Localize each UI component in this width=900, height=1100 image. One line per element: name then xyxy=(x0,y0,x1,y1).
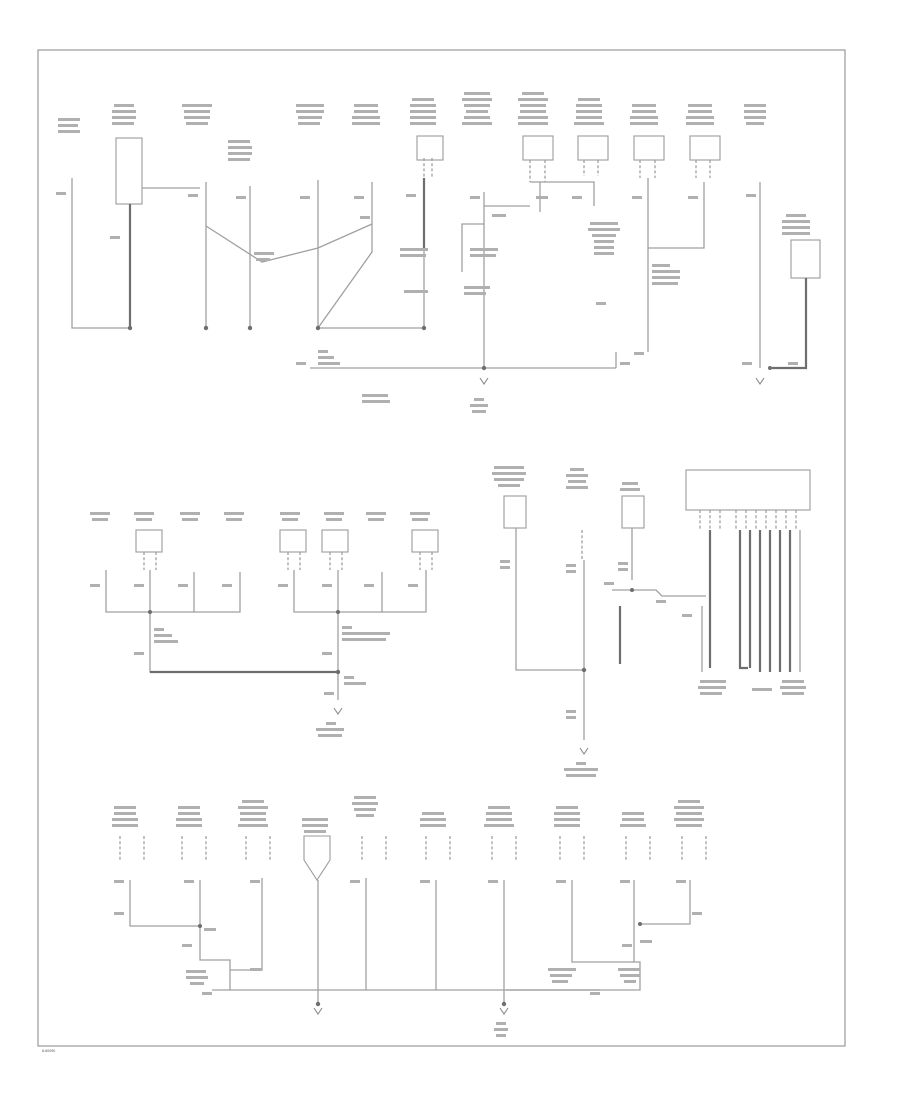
module-box-2 xyxy=(621,495,645,529)
ground-symbol-middle-right xyxy=(579,747,589,755)
middle-right-junction-dots xyxy=(581,588,634,673)
top-connector-7 xyxy=(633,135,665,161)
middle-right-wire-label-stubs xyxy=(500,560,806,777)
figure-watermark: 8-60090 xyxy=(42,1049,55,1053)
middle-right-section xyxy=(492,466,811,777)
top-junction-dots xyxy=(127,325,772,371)
ground-symbol-bottom-right xyxy=(499,1007,509,1015)
top-connector-6 xyxy=(577,135,609,161)
module-box-1 xyxy=(503,495,527,529)
top-component-box-1 xyxy=(115,137,143,205)
control-module-box xyxy=(685,469,811,511)
top-connector-8 xyxy=(689,135,721,161)
ground-symbol-middle-left xyxy=(333,707,343,715)
middle-left-wires xyxy=(105,552,433,700)
middle-left-section xyxy=(90,512,439,737)
bottom-component-tapered xyxy=(303,835,331,882)
bottom-wires xyxy=(129,878,691,1004)
bottom-connector-outlines xyxy=(119,836,707,862)
bottom-wire-label-stubs xyxy=(114,880,702,1037)
middle-left-junction-dots xyxy=(148,610,341,675)
middle-right-wires xyxy=(515,510,801,740)
diagram-border xyxy=(37,49,846,1047)
top-connector-5 xyxy=(522,135,554,161)
top-component-box-2 xyxy=(790,239,821,279)
middle-left-connectors xyxy=(135,529,439,553)
ground-symbol-top-right xyxy=(755,377,765,385)
top-wires xyxy=(71,158,808,370)
top-connector-4 xyxy=(416,135,444,161)
middle-left-label-stubs xyxy=(90,512,430,521)
top-label-stubs xyxy=(58,92,810,235)
bottom-junction-dots xyxy=(198,922,642,1007)
bottom-label-stubs xyxy=(112,796,704,833)
ground-symbol-bottom-left xyxy=(313,1007,323,1015)
top-wire-label-stubs xyxy=(56,192,798,413)
ground-symbol-top-center xyxy=(479,377,489,385)
bottom-section xyxy=(112,796,707,1037)
middle-left-wire-label-stubs xyxy=(90,584,418,737)
top-section xyxy=(56,92,821,413)
